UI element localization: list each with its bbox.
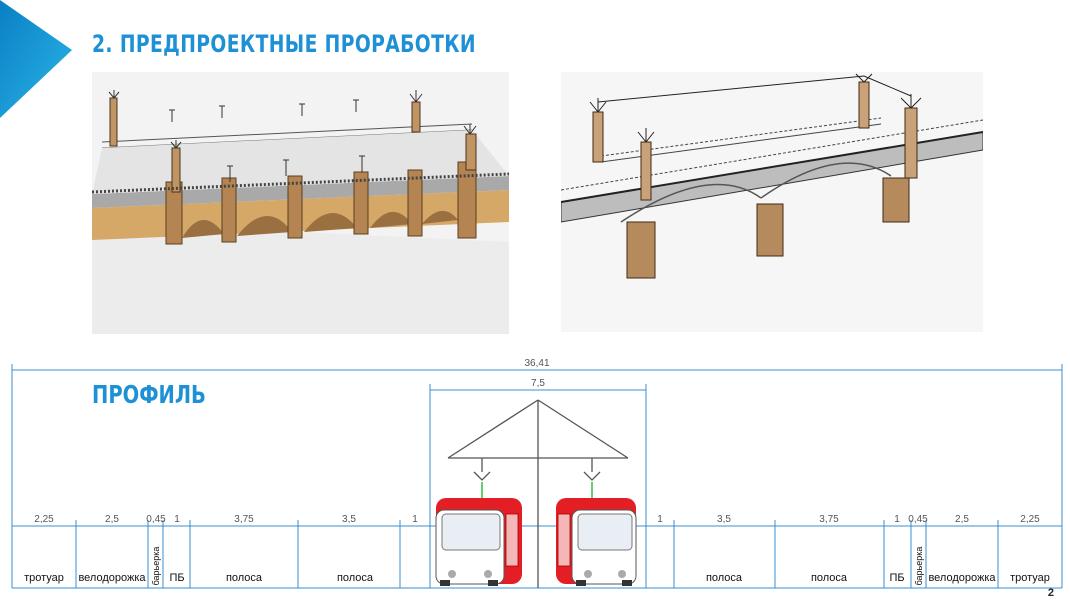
slide-title: 2. ПРЕДПРОЕКТНЫЕ ПРОРАБОТКИ [92,30,476,58]
bus-right [556,498,637,586]
lane-label: велодорожка [78,572,146,584]
dim-label: 3,75 [234,514,254,525]
dim-label: 0,45 [908,514,928,525]
total-width-label: 36,41 [524,358,549,369]
catenary-pole [447,399,629,588]
dim-label: 2,5 [105,514,119,525]
lane-label: барьерка [914,547,924,586]
bus-left [435,498,522,586]
dim-label: 3,75 [819,514,839,525]
dim-label: 1 [894,514,900,525]
dim-label: 2,25 [34,514,54,525]
profile-title: ПРОФИЛЬ [92,380,206,409]
lane-label: ПБ [889,572,904,584]
dim-label: 3,5 [717,514,731,525]
dim-label: 0,45 [146,514,166,525]
dim-label: 1 [412,514,418,525]
lane-label: ПБ [169,572,184,584]
center-width-label: 7,5 [531,378,545,389]
lane-label: полоса [226,572,263,584]
dim-label: 1 [174,514,180,525]
lane-label: полоса [811,572,848,584]
lane-label: полоса [706,572,743,584]
page-number: 2 [1047,587,1054,599]
dim-label: 3,5 [342,514,356,525]
dim-label: 2,25 [1020,514,1040,525]
dim-label: 2,5 [955,514,969,525]
lane-label: барьерка [151,547,161,586]
lane-label: велодорожка [928,572,996,584]
road-profile-diagram: 36,41 7,5 2,25 2,5 0,45 1 3,75 3,5 1 1 3… [11,358,1063,589]
lane-label: полоса [337,572,374,584]
bridge-sketch-right [561,72,983,332]
lane-label: тротуар [24,572,64,584]
lane-label: тротуар [1010,572,1050,584]
corner-triangle-decoration [0,0,72,118]
bridge-sketch-left [92,72,509,334]
dim-label: 1 [657,514,663,525]
